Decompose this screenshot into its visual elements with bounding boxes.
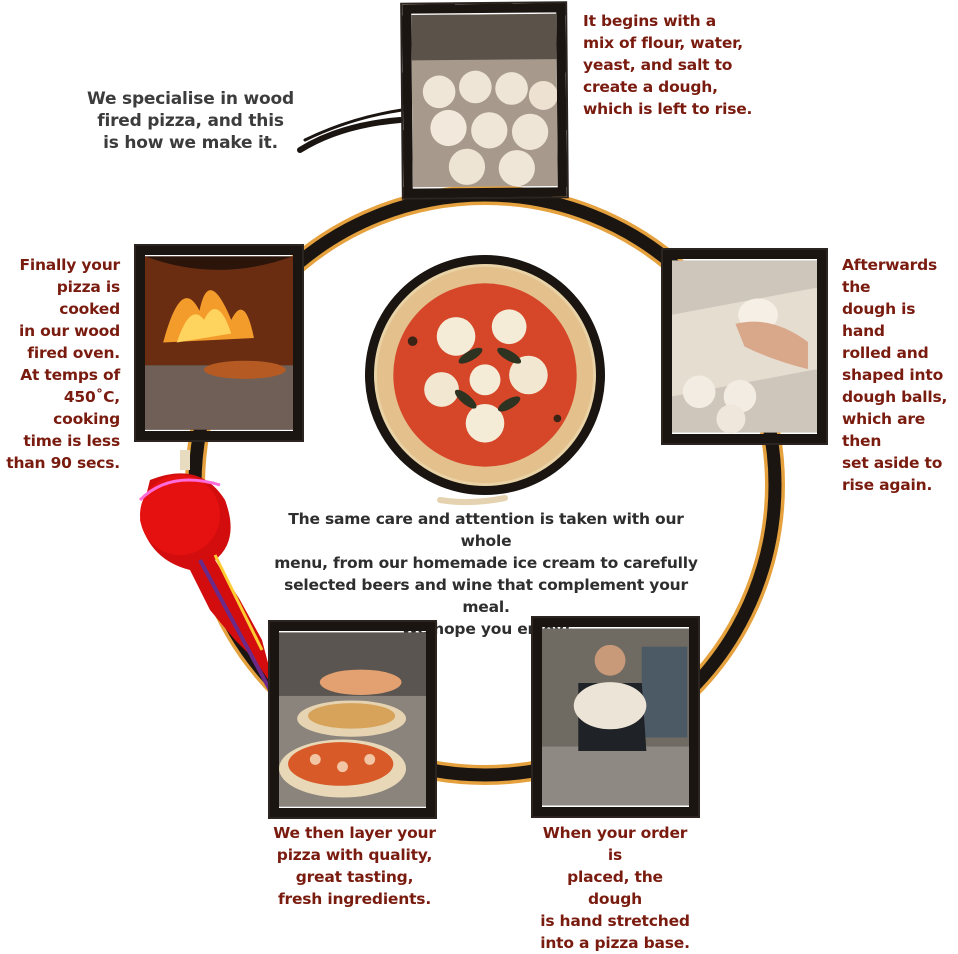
margherita-pizza-photo <box>365 255 605 495</box>
step-1-line: It begins with a <box>583 12 716 30</box>
closing-line: We hope you enjoy! <box>401 620 571 638</box>
step-1-text: It begins with a mix of flour, water, ye… <box>583 10 753 120</box>
step-3-line: When your order is <box>542 824 688 864</box>
step-2-line: dough balls, <box>842 388 948 406</box>
step-2-line: rise again. <box>842 476 933 494</box>
dough-rolling-photo <box>663 250 826 443</box>
step-4-line: great tasting, <box>295 868 414 886</box>
closing-line: menu, from our homemade ice cream to car… <box>274 554 698 572</box>
step-2-line: set aside to <box>842 454 943 472</box>
step-2-text: Afterwards the dough is hand rolled and … <box>842 254 958 496</box>
step-1-line: yeast, and salt to <box>583 56 733 74</box>
step-5-line: Finally your <box>19 256 120 274</box>
step-5-line: At temps of <box>20 366 120 384</box>
step-1-line: create a dough, <box>583 78 718 96</box>
step-5-line: in our wood <box>19 322 120 340</box>
intro-text: We specialise in wood fired pizza, and t… <box>78 88 303 154</box>
step-4-line: fresh ingredients. <box>277 890 432 908</box>
step-5-line: 450˚C, cooking <box>53 388 120 428</box>
dough-rising-photo <box>402 3 567 198</box>
step-2-line: Afterwards the <box>842 256 938 296</box>
step-4-line: pizza with quality, <box>276 846 433 864</box>
intro-line-2: fired pizza, and this <box>97 111 284 131</box>
closing-line: The same care and attention is taken wit… <box>288 510 684 550</box>
step-2-line: shaped into <box>842 366 944 384</box>
wood-fired-oven-photo <box>136 246 302 440</box>
step-1-line: which is left to rise. <box>583 100 753 118</box>
dough-stretching-photo <box>533 618 698 816</box>
step-3-line: placed, the dough <box>567 868 663 908</box>
red-flame-splash <box>138 473 275 691</box>
step-3-text: When your order is placed, the dough is … <box>540 822 690 954</box>
step-2-line: which are then <box>842 410 926 450</box>
step-5-text: Finally your pizza is cooked in our wood… <box>0 254 120 474</box>
step-3-line: into a pizza base. <box>540 934 690 952</box>
step-2-line: dough is hand <box>842 300 916 340</box>
brush-ring <box>138 108 785 785</box>
closing-text: The same care and attention is taken wit… <box>266 508 706 640</box>
step-5-line: fired oven. <box>27 344 120 362</box>
step-2-line: rolled and <box>842 344 929 362</box>
step-5-line: than 90 secs. <box>6 454 120 472</box>
intro-line-1: We specialise in wood <box>87 89 294 109</box>
intro-line-3: is how we make it. <box>103 133 278 153</box>
step-3-line: is hand stretched <box>540 912 690 930</box>
step-4-text: We then layer your pizza with quality, g… <box>272 822 437 910</box>
pizza-toppings-photo <box>270 622 435 817</box>
step-1-line: mix of flour, water, <box>583 34 743 52</box>
step-5-line: time is less <box>23 432 120 450</box>
step-4-line: We then layer your <box>273 824 436 842</box>
closing-line: selected beers and wine that complement … <box>284 576 688 616</box>
step-5-line: pizza is cooked <box>56 278 120 318</box>
